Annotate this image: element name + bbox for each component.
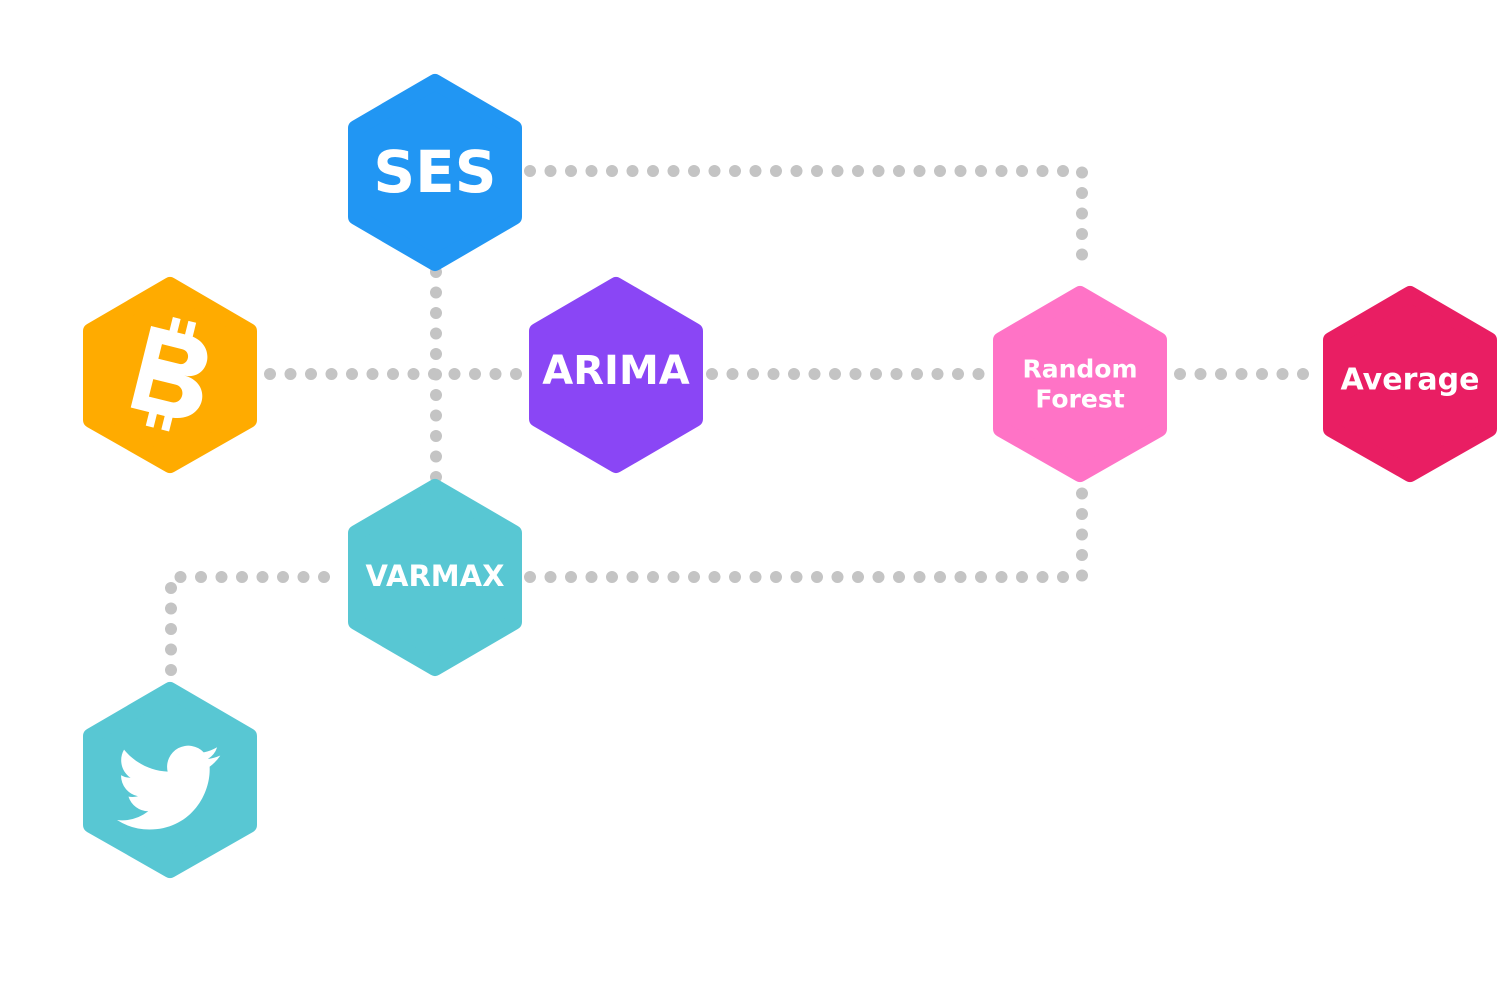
connectors [165,165,1321,676]
connector-twitter-to-varmax [165,571,346,676]
bitcoin-icon [130,317,208,432]
arima-label: ARIMA [542,348,689,394]
varmax-hexagon [348,479,522,676]
random-forest-label-line1: Random [1022,355,1137,384]
random-forest-hexagon [993,286,1167,482]
twitter-bird-icon [117,745,221,830]
average-hexagon [1323,286,1497,482]
node-arima: ARIMA [529,277,703,473]
varmax-label: VARMAX [366,559,505,593]
node-random-forest: Random Forest [993,286,1167,482]
arima-hexagon [529,277,703,473]
ses-hexagon [348,74,522,271]
connector-varmax-to-random-forest [524,486,1088,583]
ses-label: SES [373,138,496,206]
node-average: Average [1323,286,1497,482]
average-label: Average [1341,363,1480,398]
node-ses: SES [348,74,522,271]
node-varmax: VARMAX [348,479,522,676]
node-twitter [83,682,257,878]
connector-ses-to-random-forest [524,165,1088,281]
random-forest-label-line2: Forest [1035,385,1124,414]
node-bitcoin [83,277,257,473]
